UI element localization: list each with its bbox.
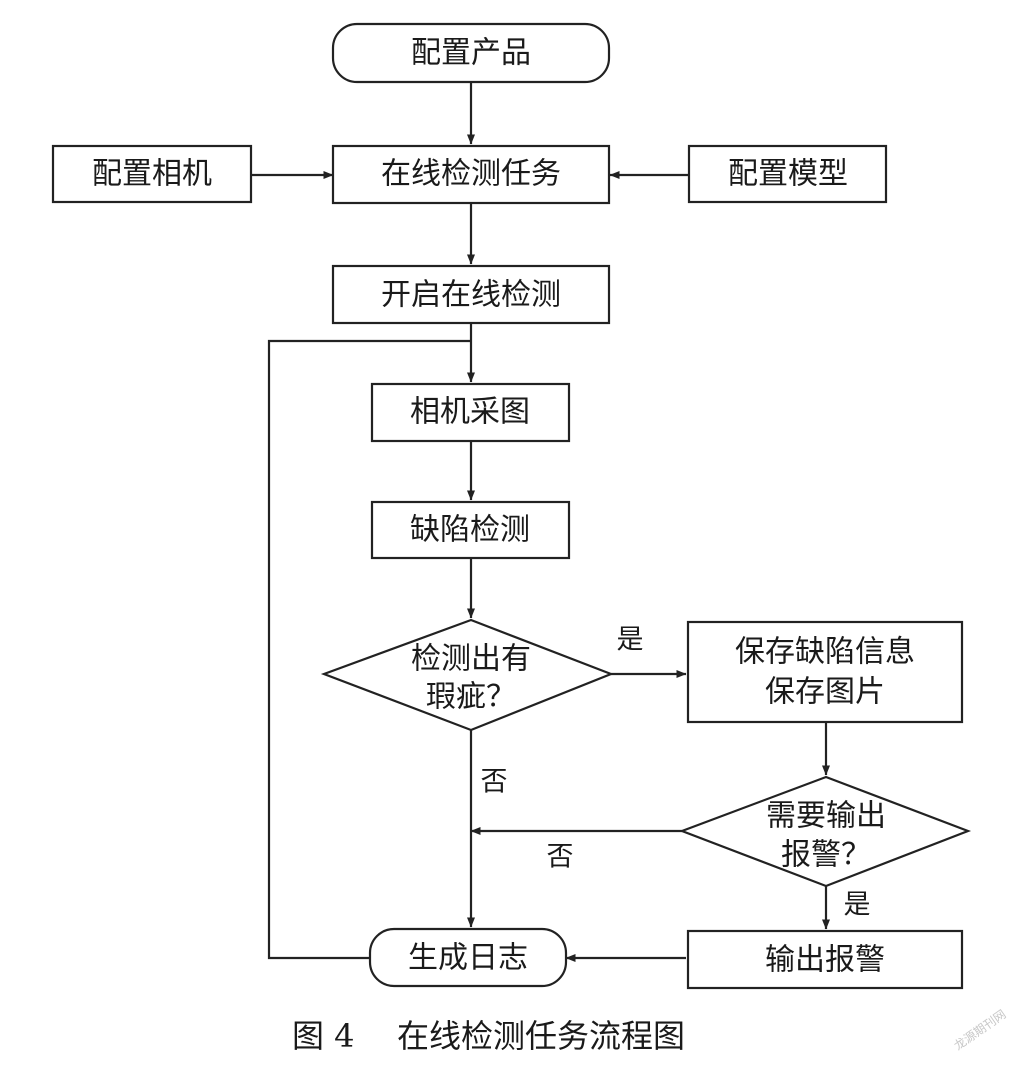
node-start-online-detection-label: 开启在线检测: [381, 278, 561, 313]
figure-title: 在线检测任务流程图: [397, 1017, 685, 1055]
decision-defect-label-line2: 瑕疵？: [426, 680, 516, 715]
decision-alarm: 需要输出 报警？: [678, 775, 972, 888]
process-box: [686, 620, 964, 724]
branch-label-alarm-no: 否: [547, 842, 574, 873]
node-configure-product: 配置产品: [331, 22, 611, 84]
node-camera-capture-label: 相机采图: [410, 395, 530, 430]
node-generate-log-label: 生成日志: [408, 941, 528, 976]
decision-diamond: [678, 775, 972, 888]
node-start-online-detection: 开启在线检测: [331, 264, 611, 325]
decision-diamond: [320, 618, 615, 732]
branch-label-defect-yes: 是: [617, 625, 644, 656]
watermark-text: 龙源期刊网: [951, 1007, 1008, 1053]
process-box: [686, 929, 964, 990]
branch-label-defect-no: 否: [481, 767, 508, 798]
node-defect-detection: 缺陷检测: [370, 500, 571, 560]
figure-label: 图 4: [292, 1017, 355, 1055]
terminal-shape: [331, 22, 611, 84]
decision-alarm-label-line2: 报警？: [781, 838, 871, 873]
node-online-task-label: 在线检测任务: [381, 157, 561, 192]
node-configure-product-label: 配置产品: [411, 36, 531, 71]
node-output-alarm: 输出报警: [686, 929, 964, 990]
node-configure-camera: 配置相机: [51, 144, 253, 204]
process-box: [370, 500, 571, 560]
process-box: [331, 264, 611, 325]
process-box: [687, 144, 888, 204]
loop-back-line: [267, 339, 471, 960]
process-box: [331, 144, 611, 205]
process-box: [51, 144, 253, 204]
decision-defect: 检测出有 瑕疵？: [320, 618, 615, 732]
node-output-alarm-label: 输出报警: [765, 943, 885, 978]
node-defect-detection-label: 缺陷检测: [410, 513, 530, 548]
node-save-defect: 保存缺陷信息 保存图片: [686, 620, 964, 724]
node-save-defect-label-line1: 保存缺陷信息: [735, 635, 915, 670]
node-online-task: 在线检测任务: [331, 144, 611, 205]
node-configure-model: 配置模型: [687, 144, 888, 204]
node-camera-capture: 相机采图: [370, 382, 571, 443]
decision-defect-label-line1: 检测出有: [411, 642, 531, 677]
node-save-defect-label-line2: 保存图片: [765, 675, 885, 710]
node-configure-camera-label: 配置相机: [92, 157, 212, 192]
terminal-shape: [368, 927, 568, 988]
process-box: [370, 382, 571, 443]
node-configure-model-label: 配置模型: [728, 157, 848, 192]
branch-label-alarm-yes: 是: [844, 890, 871, 921]
decision-alarm-label-line1: 需要输出: [766, 799, 886, 834]
connectors: [251, 82, 830, 962]
node-generate-log: 生成日志: [368, 927, 568, 988]
